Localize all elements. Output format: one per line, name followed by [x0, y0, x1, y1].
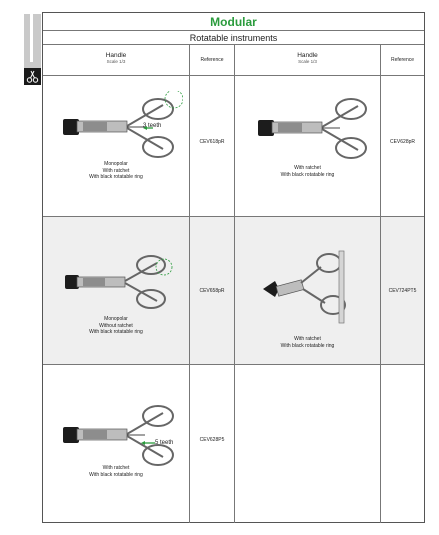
- reference-code: CEV628P5: [199, 437, 225, 443]
- caption-line: Monopolar: [104, 161, 128, 167]
- page-subtitle: Rotatable instruments: [43, 31, 424, 45]
- cell-caption: With ratchet With black rotatable ring: [235, 165, 380, 178]
- scale-header-label: Scale 1/3: [298, 59, 317, 64]
- catalog-sheet: Modular Rotatable instruments Handle Sca…: [42, 12, 425, 523]
- instrument-image: [258, 93, 368, 168]
- side-tab-strip: [24, 14, 41, 68]
- caption-line: Monopolar: [104, 316, 128, 322]
- scale-header-label: Scale 1/3: [106, 59, 126, 64]
- instrument-image: [63, 89, 184, 168]
- caption-line: With ratchet: [102, 465, 130, 471]
- caption-line: With black rotatable ring: [89, 174, 143, 180]
- handle-header-label: Handle: [105, 52, 127, 59]
- cell-caption: With ratchet With black rotatable ring: [43, 465, 189, 478]
- row-divider: [43, 216, 424, 217]
- column-divider: [380, 45, 381, 523]
- cell-caption: Monopolar Without ratchet With black rot…: [43, 316, 189, 336]
- reference-code: CEV724PT5: [388, 288, 417, 294]
- reference-header-label: Reference: [200, 57, 224, 63]
- header-reference-left: Reference: [190, 45, 234, 76]
- row-divider: [43, 364, 424, 365]
- instrument-image: [65, 251, 175, 316]
- caption-line: With ratchet: [294, 336, 321, 342]
- side-tab-bar: [30, 14, 33, 62]
- caption-line: With black rotatable ring: [280, 342, 335, 349]
- reference-code: CEV618pR: [199, 139, 225, 145]
- cell-caption: With ratchet With black rotatable ring: [235, 336, 380, 349]
- header-reference-right: Reference: [381, 45, 424, 76]
- reference-code: CEV628pR: [389, 139, 415, 145]
- teeth-label: 3 teeth: [143, 123, 162, 129]
- instrument-image: [63, 400, 183, 475]
- header-handle-left: Handle Scale 1/3: [43, 45, 189, 76]
- caption-line: With ratchet: [294, 165, 321, 171]
- column-divider: [189, 45, 190, 523]
- teeth-label: 5 teeth: [155, 440, 174, 446]
- handle-header-label: Handle: [297, 52, 318, 59]
- table-header: Handle Scale 1/3 Reference Handle Scale …: [43, 45, 424, 76]
- caption-line: With black rotatable ring: [89, 471, 143, 478]
- caption-line: With black rotatable ring: [280, 171, 335, 178]
- reference-header-label: Reference: [390, 57, 415, 63]
- scissors-icon: [24, 68, 41, 85]
- header-handle-right: Handle Scale 1/3: [235, 45, 380, 76]
- reference-code: CEV658pR: [199, 288, 225, 294]
- caption-line: With ratchet: [102, 167, 130, 174]
- page-title: Modular: [43, 13, 424, 31]
- caption-line: With black rotatable ring: [89, 329, 143, 335]
- cell-caption: Monopolar With ratchet With black rotata…: [43, 161, 189, 181]
- shaded-row: [43, 216, 424, 364]
- instrument-image: [263, 241, 373, 332]
- caption-line: Without ratchet: [99, 322, 133, 329]
- column-divider: [234, 45, 235, 523]
